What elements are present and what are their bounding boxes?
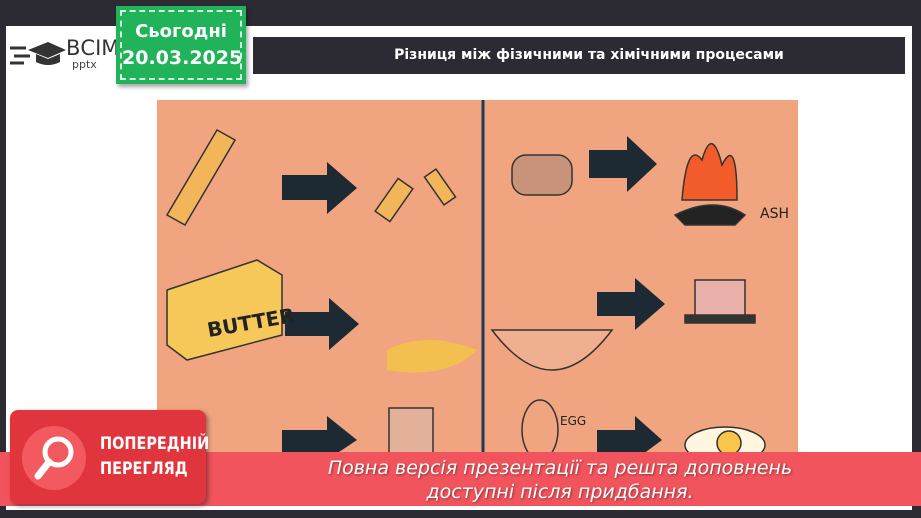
slide-title: Різниця між фізичними та хімічними проце… [253, 37, 905, 74]
ash-label: ASH [760, 206, 789, 222]
graduation-cap-icon [10, 42, 66, 65]
egg-label: EGG [560, 414, 586, 428]
preview-line-2: ПЕРЕГЛЯД [100, 459, 188, 479]
magnifier-icon [22, 426, 86, 490]
arrow-icons [282, 136, 665, 460]
logo-brand: ВСІМ [66, 36, 120, 60]
date-value: 20.03.2025 [122, 47, 243, 69]
preview-line-1: ПОПЕРЕДНІЙ [100, 434, 210, 454]
banner-line-2: доступні після придбання. [426, 481, 694, 503]
preview-badge[interactable]: ПОПЕРЕДНІЙ ПЕРЕГЛЯД [10, 410, 210, 504]
date-badge: Сьогодні 20.03.2025 [116, 6, 246, 84]
logo-sub: pptx [72, 58, 97, 71]
logo: ВСІМ pptx [8, 36, 120, 71]
date-label: Сьогодні [135, 21, 227, 42]
banner-line-1: Повна версія презентації та решта доповн… [327, 457, 793, 479]
physical-vs-chemical-illustration: BUTTER ASH EGG [157, 100, 798, 460]
